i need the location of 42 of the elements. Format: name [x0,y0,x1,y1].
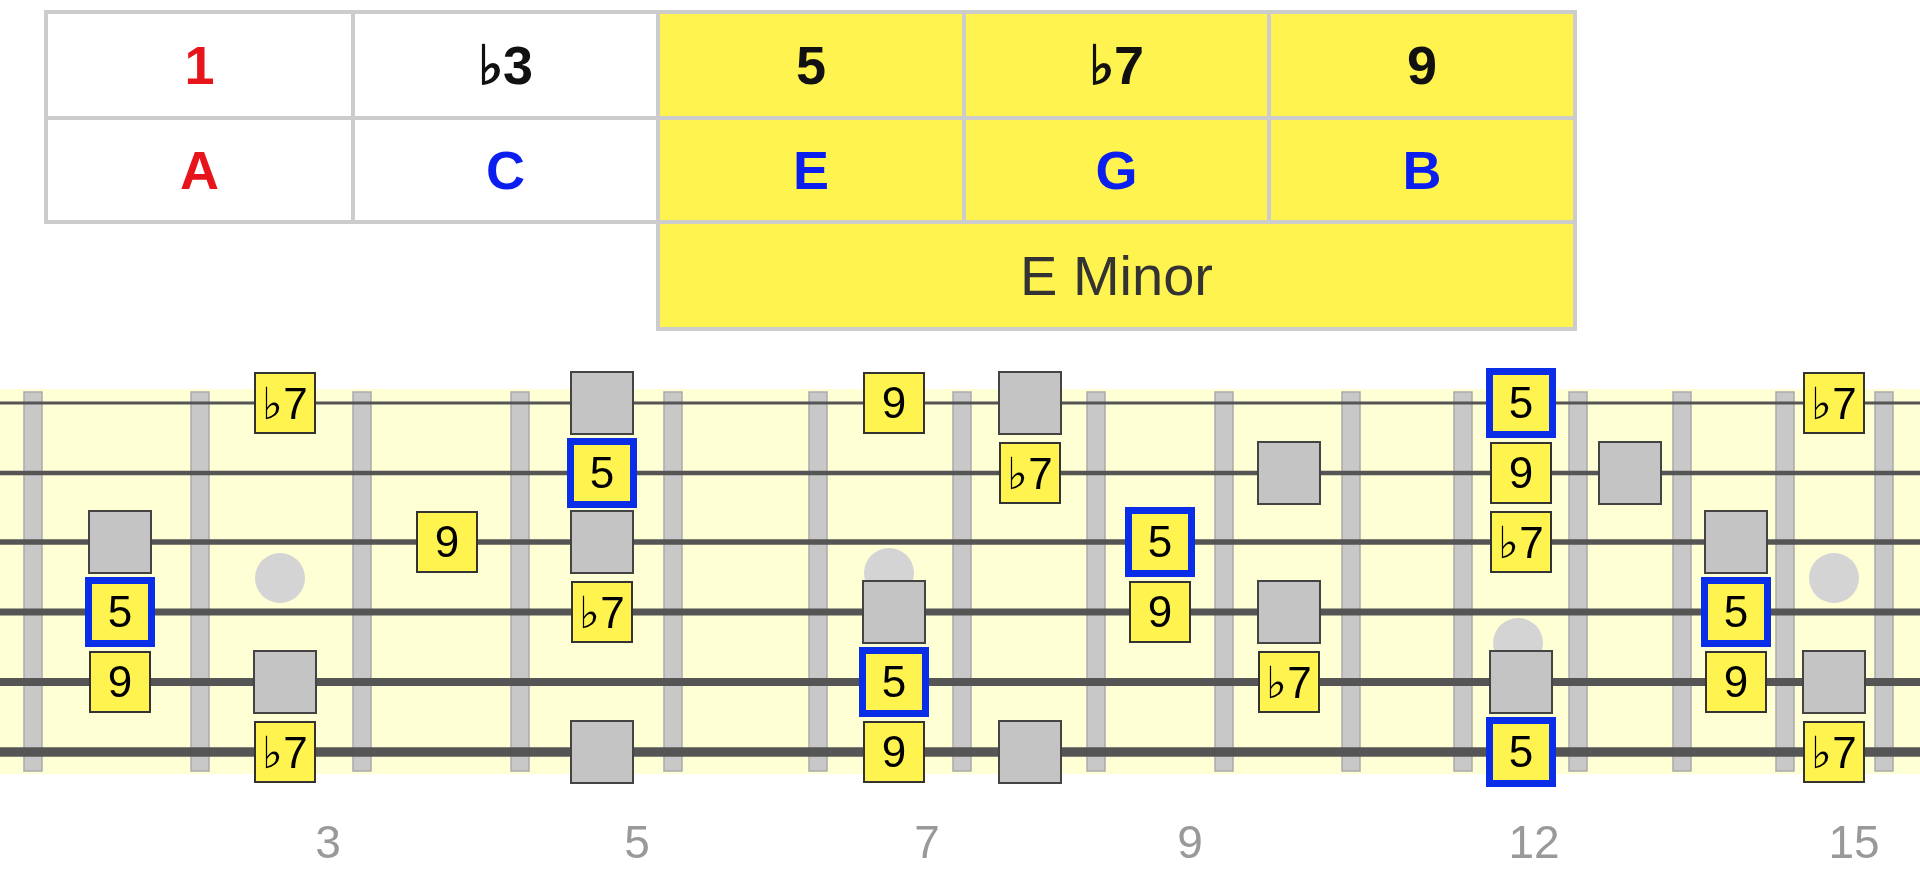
empty-note-marker [1257,441,1321,505]
empty-note-marker [1802,650,1866,714]
empty-note-marker [253,650,317,714]
empty-note-marker [1257,580,1321,644]
empty-note-marker [570,510,634,574]
note-marker: ♭7 [254,372,316,434]
note-marker: 9 [1129,581,1191,643]
note-marker: ♭7 [1490,511,1552,573]
highlighted-note-marker: 5 [1486,368,1556,438]
highlighted-note-marker: 5 [859,647,929,717]
note-marker: ♭7 [1258,651,1320,713]
highlighted-note-marker: 5 [1125,507,1195,577]
empty-note-marker [862,580,926,644]
note-marker: 9 [863,721,925,783]
fret-number: 5 [624,819,650,865]
fret-number: 12 [1508,819,1560,865]
highlighted-note-marker: 5 [567,438,637,508]
empty-note-marker [1598,441,1662,505]
note-marker: ♭7 [999,442,1061,504]
note-marker: 9 [863,372,925,434]
highlighted-note-marker: 5 [1486,717,1556,787]
empty-note-marker [998,720,1062,784]
note-marker: ♭7 [1803,721,1865,783]
fret-number: 9 [1177,819,1203,865]
fret-number: 7 [914,819,940,865]
highlighted-note-marker: 5 [85,577,155,647]
note-marker: ♭7 [1803,372,1865,434]
empty-note-marker [1489,650,1553,714]
empty-note-marker [998,371,1062,435]
fret-number: 15 [1828,819,1880,865]
empty-note-marker [570,371,634,435]
empty-note-marker [1704,510,1768,574]
fret-number: 3 [315,819,341,865]
note-marker: 9 [1490,442,1552,504]
note-marker: ♭7 [254,721,316,783]
empty-note-marker [88,510,152,574]
highlighted-note-marker: 5 [1701,577,1771,647]
empty-note-marker [570,720,634,784]
note-marker: ♭7 [571,581,633,643]
note-marker: 9 [1705,651,1767,713]
note-marker: 9 [416,511,478,573]
note-marker: 9 [89,651,151,713]
